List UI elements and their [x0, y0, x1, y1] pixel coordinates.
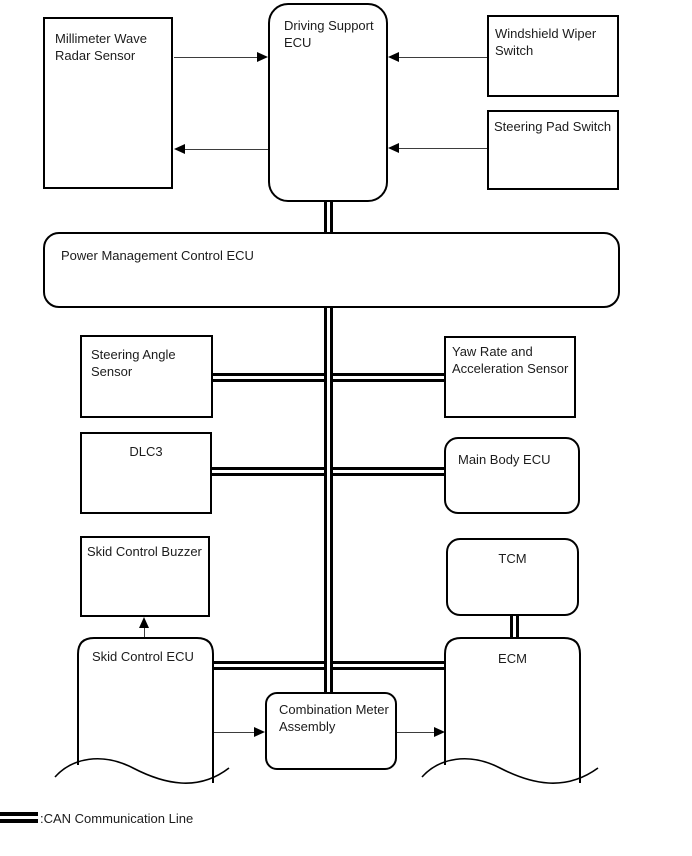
node-label: Windshield Wiper Switch: [495, 26, 597, 59]
node-windshield-wiper-switch: Windshield Wiper Switch: [487, 15, 619, 97]
arrow-line-wiper-to-dse: [399, 57, 487, 58]
arrowhead-wiper-to-dse: [388, 52, 399, 62]
arrowhead-meter-to-ecm: [434, 727, 445, 737]
node-power-management-control-ecu: Power Management Control ECU: [43, 232, 620, 308]
node-label: Steering Angle Sensor: [91, 347, 176, 380]
node-skid-control-buzzer: Skid Control Buzzer: [80, 536, 210, 617]
node-tcm: TCM: [446, 538, 579, 616]
node-main-body-ecu: Main Body ECU: [444, 437, 580, 514]
node-steering-angle-sensor: Steering Angle Sensor: [80, 335, 213, 418]
can-line-trunk-upper: [324, 202, 333, 232]
torn-edge-wave-skid: [54, 757, 230, 784]
node-label: Steering Pad Switch: [494, 119, 612, 134]
node-label: ECM: [498, 651, 527, 666]
arrow-line-radar-to-dse: [174, 57, 258, 58]
legend-can-line-symbol: [0, 812, 38, 823]
can-line-trunk-main: [324, 308, 333, 692]
node-steering-pad-switch: Steering Pad Switch: [487, 110, 619, 190]
node-label: Power Management Control ECU: [61, 248, 254, 263]
node-label: DLC3: [129, 444, 163, 459]
node-combination-meter-assembly: Combination Meter Assembly: [265, 692, 397, 770]
arrowhead-skid-to-meter: [254, 727, 265, 737]
node-skid-control-ecu: Skid Control ECU: [92, 648, 208, 665]
node-label: Millimeter Wave Radar Sensor: [55, 31, 147, 64]
arrow-line-skid-to-buzzer: [144, 628, 145, 638]
node-label: Skid Control ECU: [92, 649, 194, 664]
node-millimeter-wave-radar-sensor: Millimeter Wave Radar Sensor: [43, 17, 173, 189]
node-label: Main Body ECU: [458, 452, 551, 467]
arrowhead-pad-to-dse: [388, 143, 399, 153]
node-label: Driving Support ECU: [284, 18, 374, 51]
arrowhead-skid-to-buzzer: [139, 617, 149, 628]
torn-edge-wave-ecm: [421, 757, 599, 784]
can-line-tcm-ecm: [510, 616, 519, 638]
node-dlc3: DLC3: [80, 432, 212, 514]
arrow-line-skid-to-meter: [213, 732, 256, 733]
node-driving-support-ecu: Driving Support ECU: [268, 3, 388, 202]
node-label: Skid Control Buzzer: [87, 544, 202, 559]
node-label: Combination Meter Assembly: [279, 702, 389, 735]
node-yaw-rate-and-acceleration-sensor: Yaw Rate and Acceleration Sensor: [444, 336, 576, 418]
node-label: Yaw Rate and Acceleration Sensor: [452, 344, 569, 377]
arrow-line-pad-to-dse: [399, 148, 487, 149]
legend-label: :CAN Communication Line: [40, 811, 194, 826]
node-ecm: ECM: [446, 650, 579, 667]
node-label: TCM: [498, 551, 527, 566]
arrowhead-dse-to-radar: [174, 144, 185, 154]
arrowhead-radar-to-dse: [257, 52, 268, 62]
arrow-line-dse-to-radar: [185, 149, 268, 150]
arrow-line-meter-to-ecm: [397, 732, 436, 733]
